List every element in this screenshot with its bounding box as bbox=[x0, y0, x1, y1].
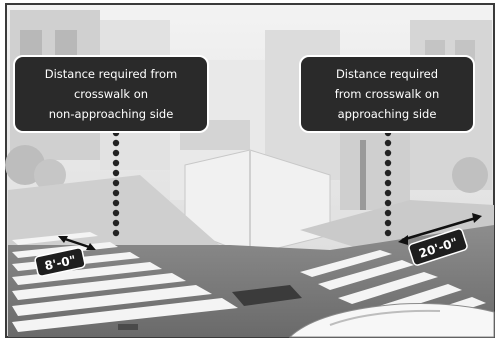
right-callout-line-3: approaching side bbox=[338, 107, 437, 121]
left-callout-line-3: non-approaching side bbox=[49, 107, 174, 121]
right-callout: Distance required from crosswalk on appr… bbox=[300, 56, 474, 132]
left-callout-line-2: crosswalk on bbox=[74, 87, 148, 101]
left-callout: Distance required from crosswalk on non-… bbox=[14, 56, 208, 132]
right-callout-line-2: from crosswalk on bbox=[335, 87, 440, 101]
left-callout-line-1: Distance required from bbox=[45, 67, 178, 81]
road-marker bbox=[118, 324, 138, 330]
right-callout-line-1: Distance required bbox=[336, 67, 438, 81]
